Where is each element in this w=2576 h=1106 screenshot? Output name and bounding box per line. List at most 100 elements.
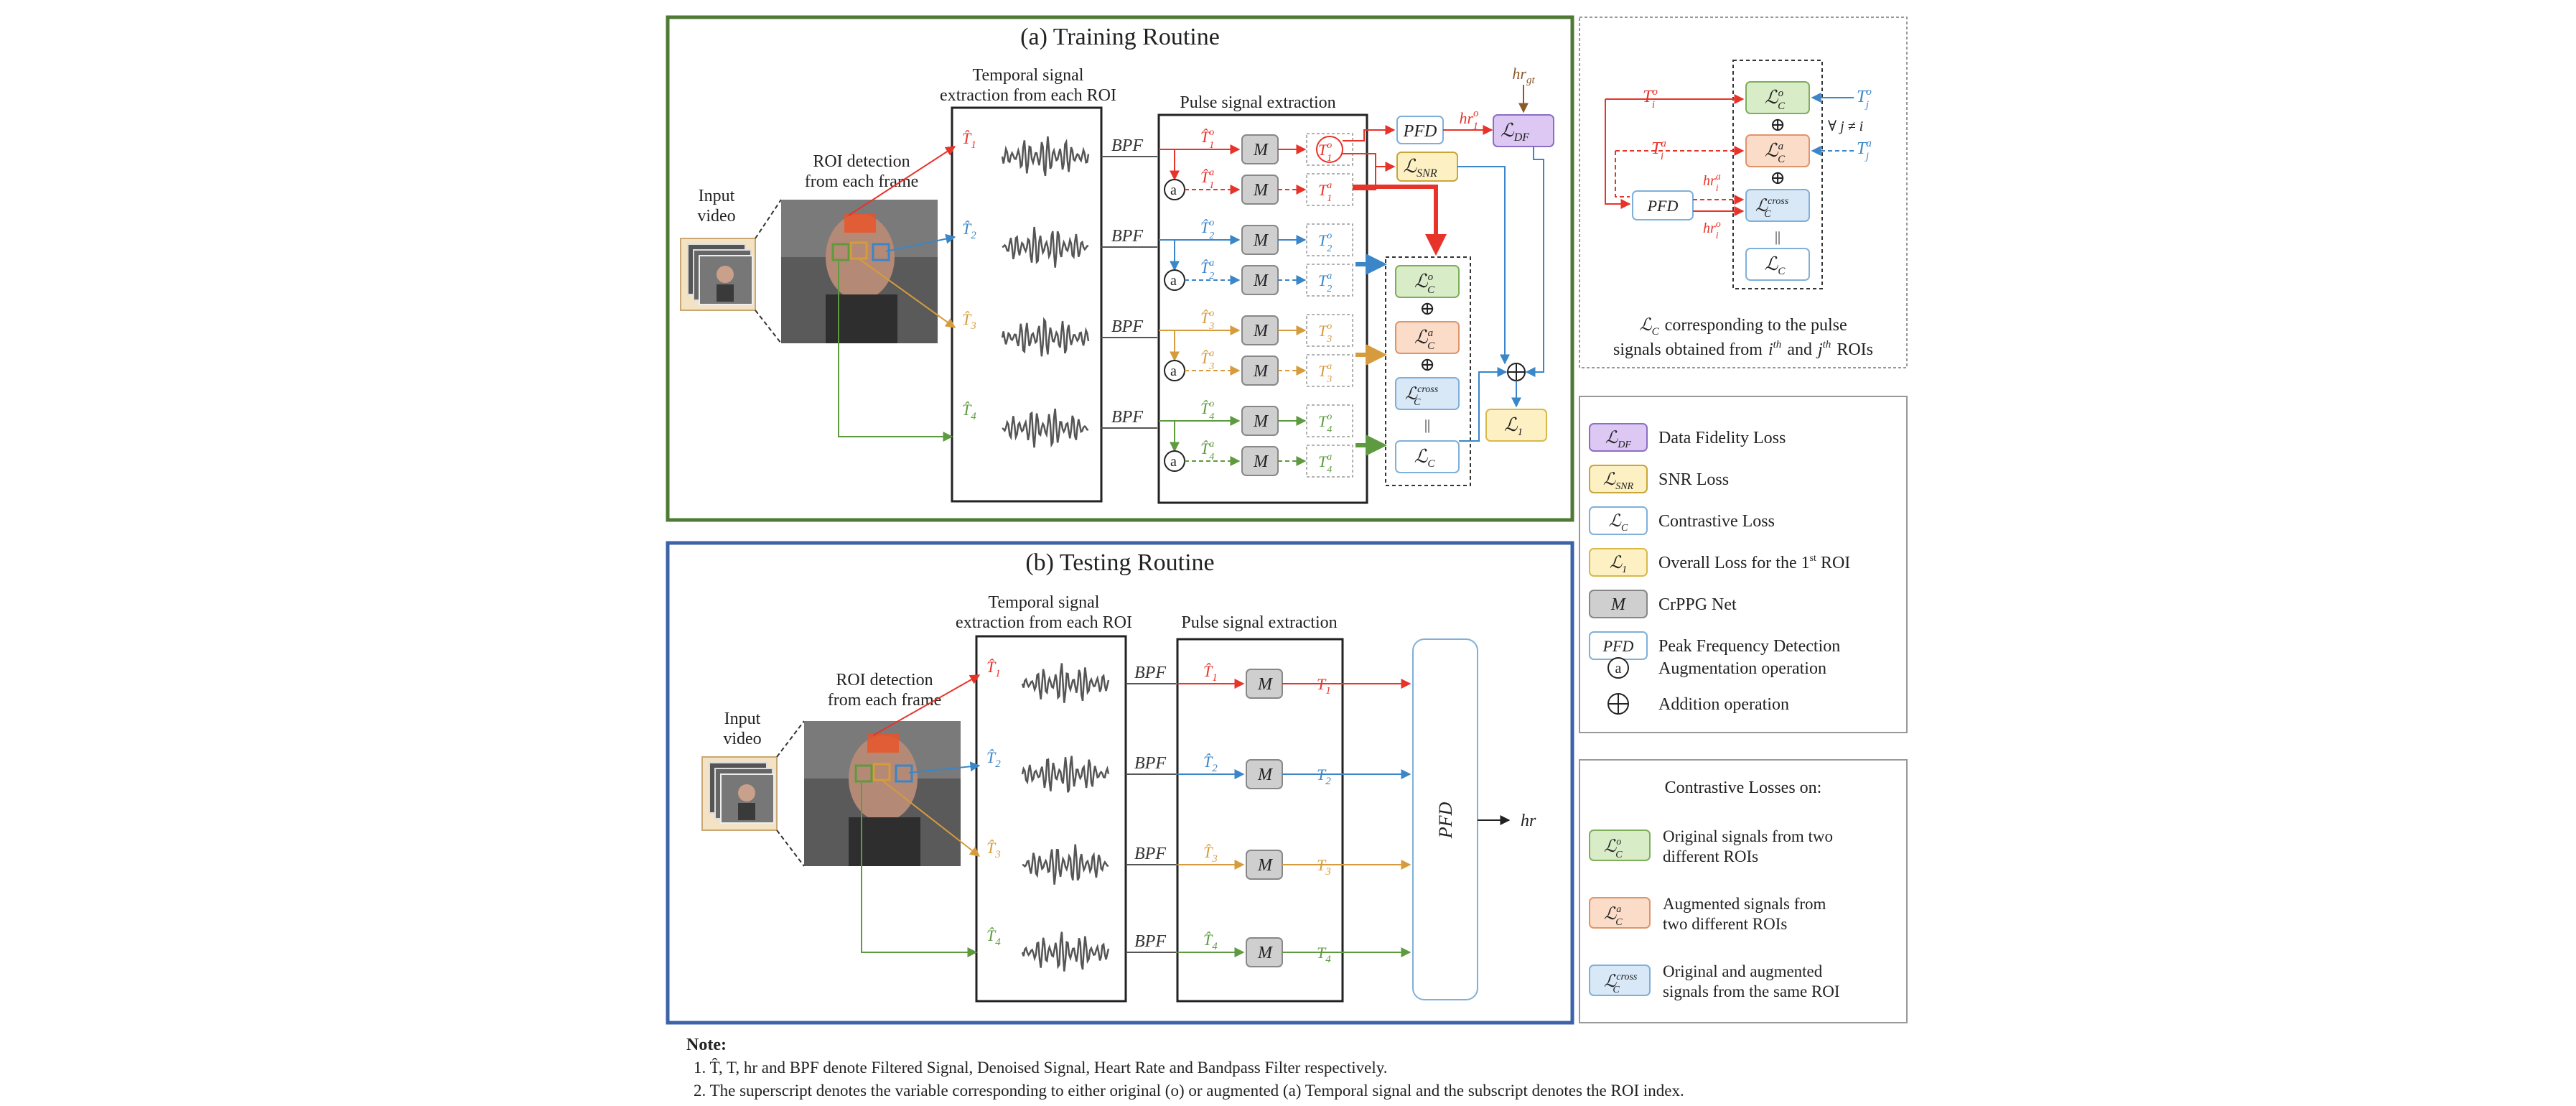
testing-t-label-3: T3 <box>1317 856 1331 878</box>
legend-swatch-2 <box>1589 465 1648 493</box>
training-roi-label-1: ROI detection <box>813 152 910 171</box>
training-that-label-2: T̂2 <box>962 220 976 241</box>
testing-temporal-label-1: Temporal signal <box>989 593 1100 612</box>
testing-title: (b) Testing Routine <box>1025 549 1214 576</box>
training-lca-box <box>1395 321 1460 354</box>
contrastive-legend-border <box>1579 759 1908 1023</box>
legend-swatch-5 <box>1589 590 1648 618</box>
contrastive-legend-label-3-1: Original and augmented <box>1663 962 1823 980</box>
legend-label-3: Contrastive Loss <box>1658 512 1775 531</box>
training-m-label-3-o: M <box>1253 322 1269 340</box>
training-temporal-label-1: Temporal signal <box>973 66 1084 85</box>
contrastive-legend-label-1-2: different ROIs <box>1663 847 1758 865</box>
panel-lccross-box <box>1745 189 1810 222</box>
training-pfd-label: PFD <box>1403 122 1437 141</box>
training-m-label-4-a: M <box>1253 452 1269 471</box>
training-that-label-1: T̂1 <box>962 129 976 151</box>
legend-swatch-4 <box>1589 548 1648 577</box>
testing-m-label-4: M <box>1257 944 1274 962</box>
training-title: (a) Training Routine <box>1020 24 1220 50</box>
training-l1-box <box>1485 409 1547 442</box>
contrastive-legend-swatch-2 <box>1589 897 1651 929</box>
testing-that-out-label-2: T̂2 <box>1203 753 1218 774</box>
panel-plus-1: ⊕ <box>1770 114 1786 135</box>
contrastive-legend-swatch-3 <box>1589 965 1651 996</box>
training-pulse-label: Pulse signal extraction <box>1180 93 1335 112</box>
testing-t-label-4: T4 <box>1317 944 1331 965</box>
training-l1-label: ℒ1 <box>1504 414 1523 438</box>
addition-label: Addition operation <box>1658 695 1789 714</box>
testing-waveform-4 <box>1021 931 1110 972</box>
legend-swatch-3 <box>1589 506 1648 535</box>
training-m-label-1-o: M <box>1253 141 1269 159</box>
training-plus-2: ⊕ <box>1419 354 1435 375</box>
training-augment-label-2: a <box>1170 273 1177 289</box>
training-that-label-4: T̂4 <box>962 401 976 422</box>
testing-t-label-1: T1 <box>1317 675 1331 697</box>
training-lco-box <box>1395 265 1460 298</box>
testing-roi-label-2: from each frame <box>828 691 942 710</box>
testing-pulse-label: Pulse signal extraction <box>1181 613 1337 632</box>
legend-swatch-1 <box>1589 423 1648 452</box>
training-m-label-3-a: M <box>1253 362 1269 381</box>
testing-hr-label: hr <box>1521 812 1536 830</box>
testing-that-out-label-4: T̂4 <box>1203 931 1218 952</box>
contrastive-legend-label-1-1: Original signals from two <box>1663 827 1833 845</box>
training-lccross-box <box>1395 377 1460 410</box>
face-thumb-icon <box>717 266 734 283</box>
testing-that-label-4: T̂4 <box>986 926 1001 948</box>
panel-lco-box <box>1745 81 1810 114</box>
legend-label-2: SNR Loss <box>1658 470 1729 489</box>
training-waveform-2 <box>1002 226 1089 268</box>
training-pulse-box <box>1157 113 1368 504</box>
contrastive-legend-label-2-2: two different ROIs <box>1663 915 1787 933</box>
training-panel: (a) Training Routine Input video ROI det… <box>666 15 1574 522</box>
note-title: Note: <box>686 1036 727 1054</box>
testing-that-label-1: T̂1 <box>986 658 1001 679</box>
training-df-box <box>1493 114 1554 147</box>
testing-bpf-label-4: BPF <box>1134 932 1166 951</box>
testing-waveform-1 <box>1021 663 1110 703</box>
testing-m-label-1: M <box>1257 675 1274 694</box>
note-line-1: 1. T̂, T, hr and BPF denote Filtered Sig… <box>694 1057 1387 1077</box>
testing-input-label-1: Input <box>724 710 761 728</box>
legend-label-4: Overall Loss for the 1st ROI <box>1658 553 1850 572</box>
legend-symbol-6: PFD <box>1602 637 1634 655</box>
testing-pfd-label: PFD <box>1435 802 1456 840</box>
testing-bpf-label-2: BPF <box>1134 754 1166 773</box>
panel-plus-2: ⊕ <box>1770 167 1786 188</box>
testing-t-label-2: T2 <box>1317 766 1331 787</box>
testing-that-out-label-3: T̂3 <box>1203 843 1218 865</box>
